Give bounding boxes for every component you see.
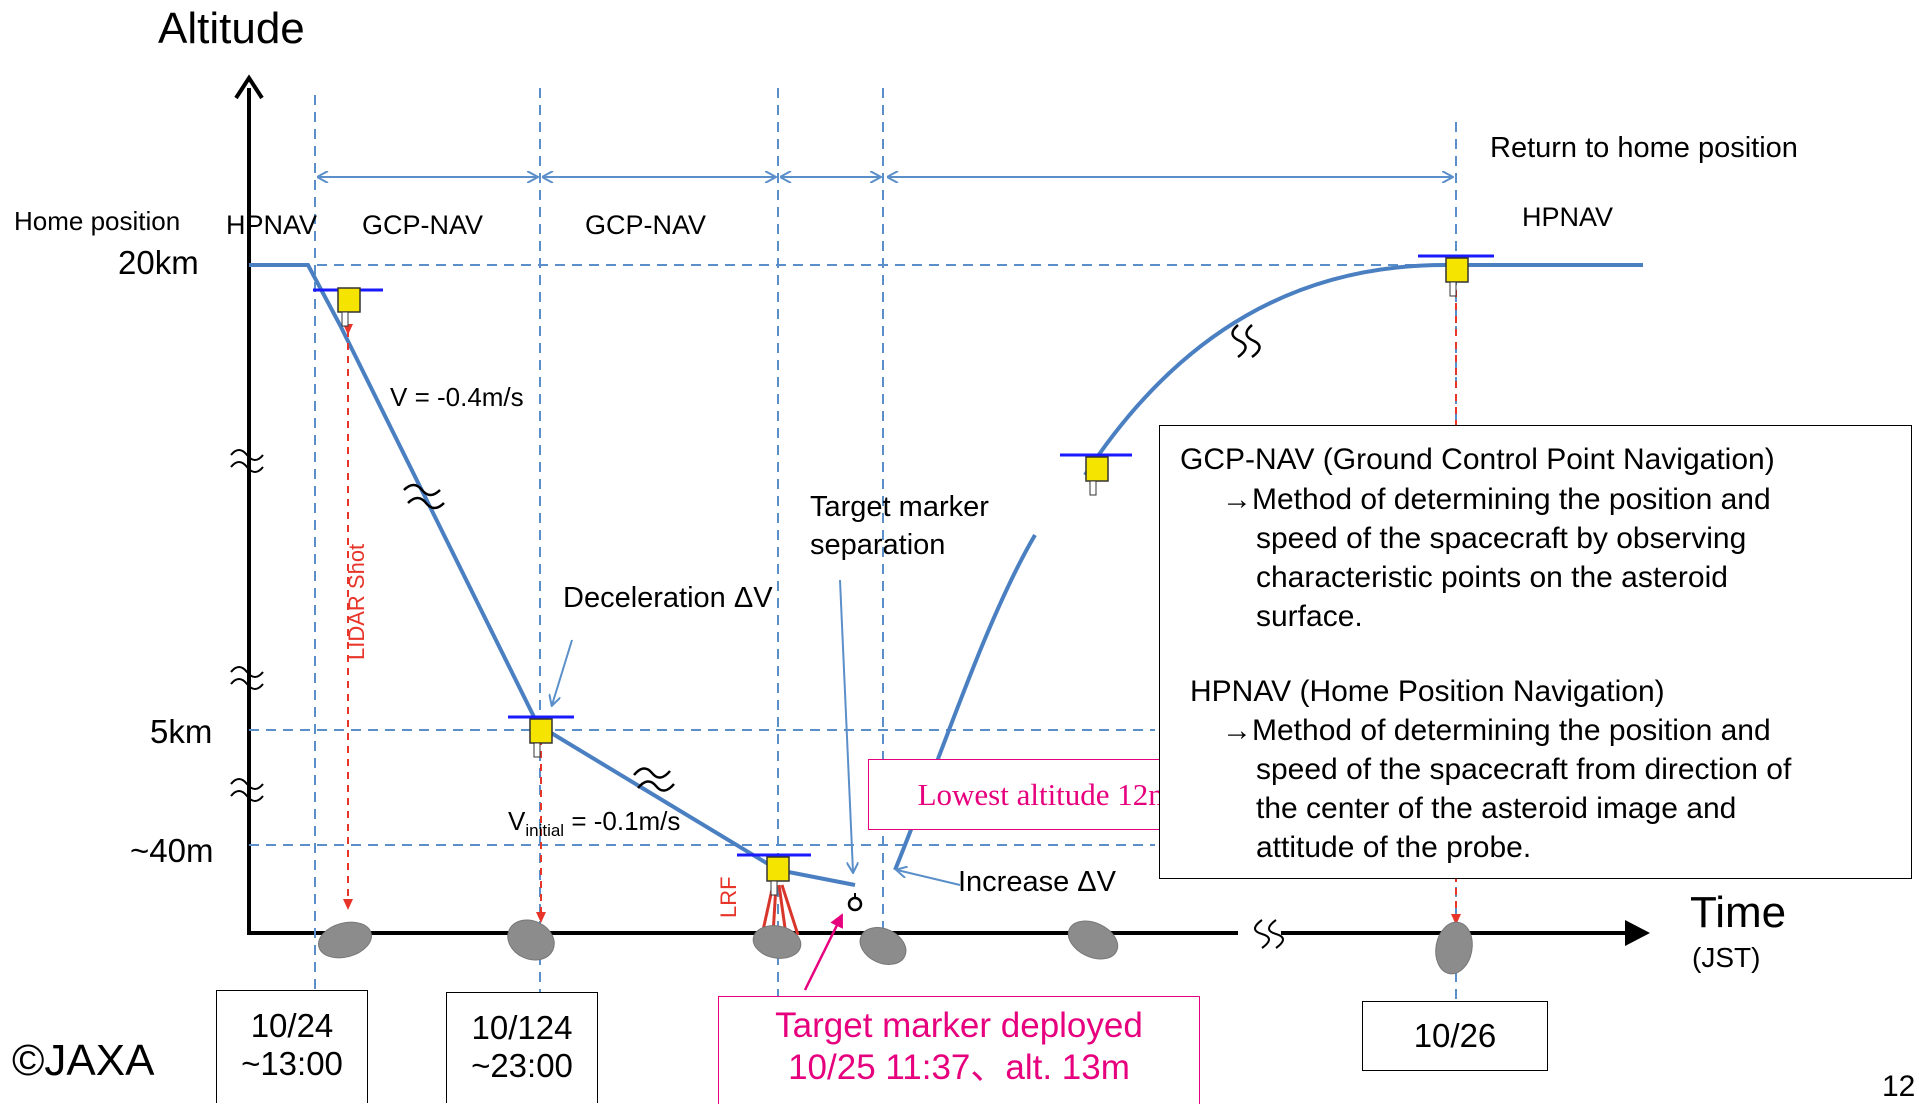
spacecraft-icons [313, 254, 1494, 896]
hpnav-description: attitude of the probe. [1256, 831, 1532, 864]
deceleration-label: Deceleration ΔV [563, 582, 773, 614]
legend-box: GCP-NAV (Ground Control Point Navigation… [1159, 425, 1912, 879]
deceleration-arrow [552, 639, 573, 705]
separation-arrow [839, 579, 853, 872]
target-separation-label: Target marker separation [810, 491, 989, 561]
increase-dv-label: Increase ΔV [958, 866, 1116, 898]
target-deployed-box: Target marker deployed 10/25 11:37、alt. … [718, 996, 1200, 1104]
velocity-label: V = -0.4m/s [390, 382, 524, 412]
gcp-nav-description: characteristic points on the asteroid [1256, 561, 1728, 594]
altitude-5km-label: 5km [150, 713, 213, 750]
phase-label-gcp-nav: GCP-NAV [362, 210, 484, 240]
phase-label-hpnav: HPNAV [1522, 202, 1614, 232]
y-axis-label: Altitude [158, 4, 305, 53]
deployed-arrow [803, 913, 844, 991]
v-initial-label: Vinitial = -0.1m/s [508, 806, 681, 841]
home-position-label: Home position [14, 206, 181, 236]
credit: ©JAXA [12, 1036, 155, 1085]
time-box: 10/124 ~23:00 [446, 992, 598, 1103]
trajectory-break-icon [403, 324, 1261, 792]
lidar-label: LIDAR Shot [344, 543, 369, 660]
y-axis [234, 74, 264, 935]
lrf-label: LRF [716, 876, 741, 918]
gcp-nav-description: surface. [1256, 600, 1363, 633]
phase-label-gcp-nav: GCP-NAV [585, 210, 707, 240]
hpnav-title: HPNAV (Home Position Navigation) [1190, 675, 1665, 708]
gcp-nav-title: GCP-NAV (Ground Control Point Navigation… [1180, 443, 1775, 476]
x-axis-unit: (JST) [1692, 942, 1761, 973]
time-box: 10/24 ~13:00 [216, 990, 368, 1103]
hpnav-description: speed of the spacecraft from direction o… [1256, 753, 1792, 786]
hpnav-description: the center of the asteroid image and [1256, 792, 1737, 825]
time-break-icon [1254, 919, 1284, 949]
axis-break-icon [230, 449, 264, 802]
phase-label-hpnav: HPNAV [226, 210, 318, 240]
target-marker-icon [847, 893, 863, 912]
gcp-nav-description: →Method of determining the position and [1222, 483, 1771, 516]
page-number: 12 [1882, 1070, 1916, 1103]
time-box: 10/26 [1362, 1001, 1548, 1071]
altitude-40m-label: ~40m [130, 832, 214, 869]
altitude-20km-label: 20km [118, 244, 199, 281]
increase-arrow [897, 870, 961, 886]
gcp-nav-description: speed of the spacecraft by observing [1256, 522, 1747, 555]
altitude-guides [249, 264, 1450, 846]
return-home-label: Return to home position [1490, 132, 1798, 164]
asteroid-icons [318, 919, 1473, 975]
x-axis-label: Time [1690, 888, 1787, 937]
hpnav-description: →Method of determining the position and [1222, 714, 1771, 747]
